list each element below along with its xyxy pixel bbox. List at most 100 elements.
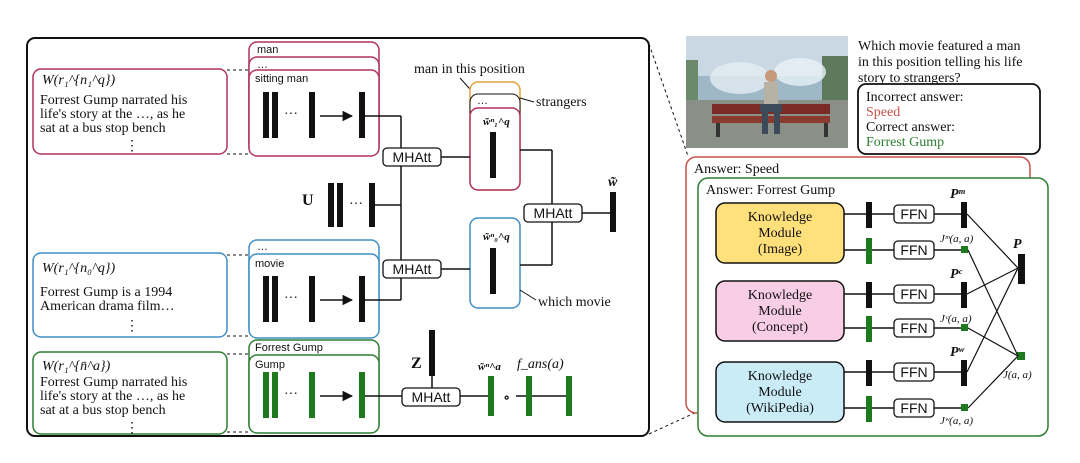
purple-card-line-3: sat at a bus stop bench bbox=[40, 121, 166, 136]
green-output-bar bbox=[359, 372, 365, 418]
man-in-this-position-label: man in this position bbox=[414, 62, 525, 77]
module-image-line-2: Module bbox=[758, 226, 802, 241]
f-ans-label: f_ans(a) bbox=[517, 357, 564, 372]
purple-token-bar-3 bbox=[309, 92, 315, 138]
w-n0q-bar bbox=[490, 248, 496, 294]
mhatt-top-label: MHAtt bbox=[393, 149, 432, 165]
u-dots: ··· bbox=[349, 197, 363, 212]
w-tilde-bar bbox=[610, 192, 616, 232]
blue-output-bar bbox=[359, 276, 365, 322]
entity-stack-ellipsis: … bbox=[477, 95, 488, 107]
w-n0q-label: w̃ⁿ₀^q bbox=[483, 231, 510, 243]
p-c-bar bbox=[961, 282, 967, 308]
purple-card-dots: ⋮ bbox=[125, 139, 139, 154]
module-concept-line-1: Knowledge bbox=[748, 288, 813, 303]
strangers-label: strangers bbox=[536, 95, 587, 110]
blue-card-line-2: American drama film… bbox=[40, 299, 175, 314]
purple-token-bar-1 bbox=[263, 92, 269, 138]
ffn-con-j-label: FFN bbox=[900, 320, 927, 336]
w-n1q-bar bbox=[490, 132, 496, 178]
agg-j-1 bbox=[967, 249, 1019, 357]
answers-box bbox=[857, 83, 1041, 155]
module-wiki-line-2: Module bbox=[758, 385, 802, 400]
correct-answer-value: Forrest Gump bbox=[866, 135, 944, 150]
z-label: Z bbox=[411, 355, 422, 372]
w-tilde-label: w̃ bbox=[608, 175, 618, 190]
incorrect-answer-label: Incorrect answer: bbox=[866, 90, 964, 105]
blue-context-card bbox=[32, 252, 228, 338]
scene-photo bbox=[686, 36, 848, 148]
correct-answer-label: Correct answer: bbox=[866, 120, 955, 135]
question-line-2: in this position telling his life bbox=[858, 55, 1023, 70]
ffn-img-p-label: FFN bbox=[900, 206, 927, 222]
agg-p-3 bbox=[966, 267, 1019, 373]
purple-output-bar bbox=[359, 92, 365, 138]
blue-card-label: W(r₁^{n₀^q}) bbox=[42, 261, 116, 276]
j-m-label: Jᵐ(a, a) bbox=[940, 233, 974, 245]
j-final-dot bbox=[1017, 352, 1025, 360]
j-m-dot bbox=[961, 246, 968, 253]
blue-stack-ellipsis: … bbox=[257, 241, 268, 253]
agg-p-2 bbox=[966, 267, 1019, 295]
u-bar-2 bbox=[337, 183, 343, 227]
green-token-bar-1 bbox=[263, 372, 269, 418]
green-card-line-3: sat at a bus stop bench bbox=[40, 403, 166, 418]
wiki-feat-bar bbox=[866, 360, 872, 386]
z-bar bbox=[429, 330, 435, 376]
green-stack-front-label: Gump bbox=[255, 359, 285, 371]
p-final-label: P bbox=[1013, 237, 1022, 252]
p-m-bar bbox=[961, 202, 967, 228]
purple-stack-front-label: sitting man bbox=[255, 73, 308, 85]
module-image-box bbox=[715, 202, 845, 264]
answer-speed-label: Answer: Speed bbox=[694, 162, 779, 177]
ffn-con-p-label: FFN bbox=[900, 286, 927, 302]
blue-seq-dots: ··· bbox=[284, 291, 298, 306]
blue-token-bar-2 bbox=[272, 276, 278, 322]
p-final-bar bbox=[1018, 254, 1025, 284]
purple-card-line-2: life's story at the …, as he bbox=[40, 107, 185, 122]
module-wiki-box bbox=[715, 361, 845, 423]
ffn-img-j-label: FFN bbox=[900, 242, 927, 258]
blue-card-line-1: Forrest Gump is a 1994 bbox=[40, 285, 172, 300]
ffn-wiki-p-label: FFN bbox=[900, 364, 927, 380]
module-concept-line-2: Module bbox=[758, 304, 802, 319]
u-bar-3 bbox=[369, 183, 375, 227]
module-wiki-line-3: (WikiPedia) bbox=[746, 401, 814, 416]
green-token-bar-2 bbox=[272, 372, 278, 418]
img-green-bar bbox=[866, 238, 872, 264]
strangers-pointer bbox=[519, 97, 535, 103]
w-na-label: w̃ⁿ^a bbox=[478, 361, 501, 373]
j-w-label: Jʷ(a, a) bbox=[940, 415, 973, 427]
img-feat-bar bbox=[866, 202, 872, 228]
green-stack-top-label: Forrest Gump bbox=[255, 342, 323, 354]
module-image-line-1: Knowledge bbox=[748, 210, 813, 225]
purple-stack-top-label: man bbox=[257, 44, 278, 56]
ffn-wiki-j-label: FFN bbox=[900, 400, 927, 416]
module-concept-line-3: (Concept) bbox=[752, 320, 808, 335]
fans-mid-bar bbox=[526, 376, 532, 416]
j-c-dot bbox=[961, 324, 968, 331]
wiki-green-bar bbox=[866, 396, 872, 422]
purple-card-line-1: Forrest Gump narrated his bbox=[40, 93, 187, 108]
agg-j-2 bbox=[967, 327, 1019, 357]
p-c-label: Pᶜ bbox=[950, 267, 963, 282]
circ-operator: ∘ bbox=[503, 391, 510, 406]
agg-j-3 bbox=[967, 355, 1019, 409]
w-n1q-label: w̃ⁿ₁^q bbox=[483, 116, 510, 128]
green-seq-dots: ··· bbox=[284, 387, 298, 402]
blue-token-bar-1 bbox=[263, 276, 269, 322]
module-wiki-line-1: Knowledge bbox=[748, 369, 813, 384]
green-card-label: W(r₁^{n̄^a}) bbox=[42, 359, 111, 374]
purple-token-bar-2 bbox=[272, 92, 278, 138]
p-w-label: Pʷ bbox=[950, 345, 965, 360]
which-movie-label: which movie bbox=[538, 295, 611, 310]
which-movie-pointer bbox=[519, 289, 537, 301]
zoom-dash-top bbox=[648, 43, 689, 157]
p-w-bar bbox=[961, 360, 967, 386]
green-card-line-2: life's story at the …, as he bbox=[40, 389, 185, 404]
answer-fg-label: Answer: Forrest Gump bbox=[706, 183, 835, 198]
j-c-label: Jᶜ(a, a) bbox=[940, 313, 972, 325]
module-concept-box bbox=[715, 280, 845, 342]
p-m-label: Pᵐ bbox=[950, 187, 966, 202]
